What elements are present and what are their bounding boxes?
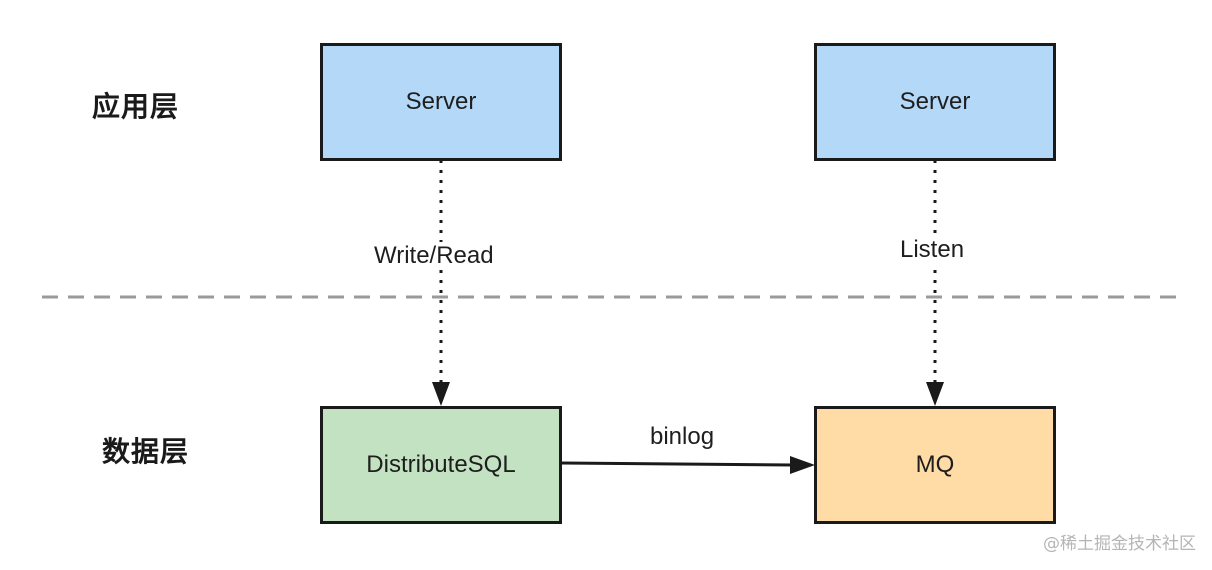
binlog-connector bbox=[560, 461, 793, 467]
server-right-label: Server bbox=[899, 88, 971, 115]
distribute-sql-label: DistributeSQL bbox=[366, 451, 516, 478]
listen-arrowhead bbox=[926, 382, 944, 406]
mq-label: MQ bbox=[915, 451, 955, 478]
server-left-node: Server bbox=[320, 43, 562, 161]
application-layer-label: 应用层 bbox=[92, 90, 180, 123]
mq-node: MQ bbox=[814, 406, 1056, 524]
write-read-arrowhead bbox=[432, 382, 450, 406]
server-right-node: Server bbox=[814, 43, 1056, 161]
watermark: @稀土掘金技术社区 bbox=[1043, 534, 1196, 554]
binlog-label: binlog bbox=[648, 423, 717, 451]
binlog-arrowhead bbox=[790, 456, 815, 474]
write-read-label: Write/Read bbox=[372, 242, 496, 270]
distribute-sql-node: DistributeSQL bbox=[320, 406, 562, 524]
server-left-label: Server bbox=[405, 88, 477, 115]
listen-label: Listen bbox=[898, 236, 967, 264]
data-layer-label: 数据层 bbox=[102, 435, 190, 468]
